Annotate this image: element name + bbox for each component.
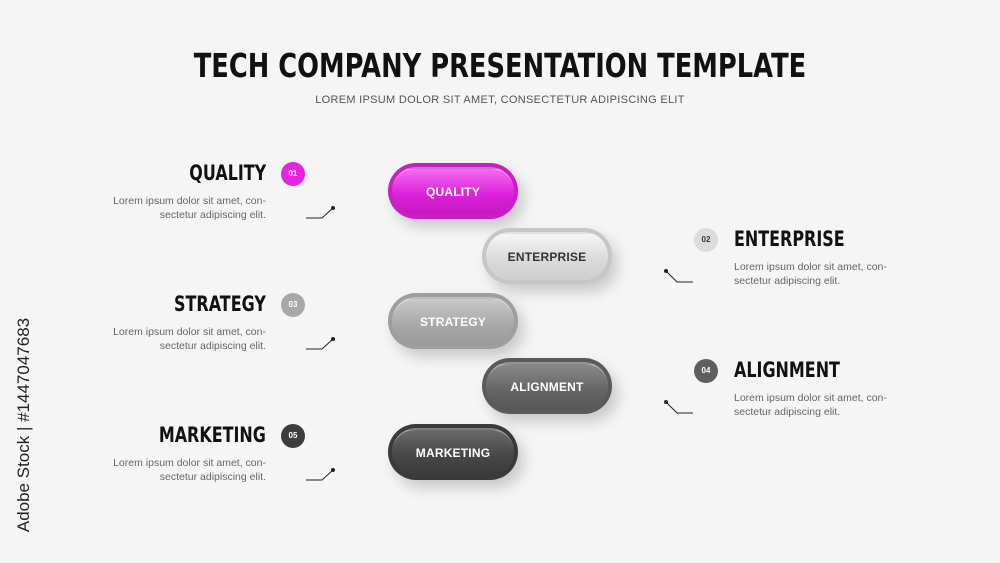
item-heading: QUALITY — [189, 161, 266, 185]
item-strategy: STRATEGY Lorem ipsum dolor sit amet, con… — [60, 291, 266, 371]
item-description: Lorem ipsum dolor sit amet, con- sectetu… — [113, 325, 266, 353]
item-alignment: ALIGNMENT Lorem ipsum dolor sit amet, co… — [734, 357, 944, 437]
connector-line — [306, 337, 335, 350]
pill-label: ENTERPRISE — [486, 232, 608, 280]
item-description-line: Lorem ipsum dolor sit amet, con- — [113, 195, 266, 207]
item-description-line: sectetur adipiscing elit. — [159, 209, 266, 221]
item-description-line: Lorem ipsum dolor sit amet, con- — [734, 392, 887, 404]
item-description: Lorem ipsum dolor sit amet, con- sectetu… — [734, 391, 887, 419]
item-heading: MARKETING — [158, 423, 266, 447]
page-title: TECH COMPANY PRESENTATION TEMPLATE — [193, 46, 807, 85]
item-description: Lorem ipsum dolor sit amet, con- sectetu… — [113, 194, 266, 222]
item-heading: ENTERPRISE — [734, 227, 845, 251]
item-description-line: Lorem ipsum dolor sit amet, con- — [734, 261, 887, 273]
pill-alignment: ALIGNMENT — [482, 358, 612, 414]
pill-label: MARKETING — [392, 428, 514, 476]
pill-label: STRATEGY — [392, 297, 514, 345]
stock-watermark: Adobe Stock | #1447047683 — [14, 300, 34, 550]
page-subtitle: LOREM IPSUM DOLOR SIT AMET, CONSECTETUR … — [315, 94, 685, 106]
pill-label: ALIGNMENT — [486, 362, 608, 410]
step-badge: 03 — [281, 293, 305, 317]
item-heading: STRATEGY — [174, 292, 266, 316]
item-enterprise: ENTERPRISE Lorem ipsum dolor sit amet, c… — [734, 226, 944, 306]
pill-marketing: MARKETING — [388, 424, 518, 480]
item-marketing: MARKETING Lorem ipsum dolor sit amet, co… — [60, 422, 266, 502]
step-badge: 05 — [281, 424, 305, 448]
watermark-text: Adobe Stock | #1447047683 — [14, 317, 33, 533]
item-description-line: sectetur adipiscing elit. — [734, 275, 841, 287]
connector-line — [664, 269, 693, 283]
item-description: Lorem ipsum dolor sit amet, con- sectetu… — [113, 456, 266, 484]
item-heading: ALIGNMENT — [734, 358, 840, 382]
item-description-line: sectetur adipiscing elit. — [159, 471, 266, 483]
step-badge: 04 — [694, 359, 718, 383]
pill-strategy: STRATEGY — [388, 293, 518, 349]
connector-line — [306, 468, 335, 481]
step-badge: 01 — [281, 162, 305, 186]
pill-quality: QUALITY — [388, 163, 518, 219]
connector-line — [664, 400, 693, 414]
pill-label: QUALITY — [392, 167, 514, 215]
connector-line — [306, 206, 335, 219]
item-description-line: sectetur adipiscing elit. — [159, 340, 266, 352]
pill-enterprise: ENTERPRISE — [482, 228, 612, 284]
item-quality: QUALITY Lorem ipsum dolor sit amet, con-… — [60, 160, 266, 240]
item-description: Lorem ipsum dolor sit amet, con- sectetu… — [734, 260, 887, 288]
item-description-line: Lorem ipsum dolor sit amet, con- — [113, 326, 266, 338]
step-badge: 02 — [694, 228, 718, 252]
item-description-line: Lorem ipsum dolor sit amet, con- — [113, 457, 266, 469]
item-description-line: sectetur adipiscing elit. — [734, 406, 841, 418]
